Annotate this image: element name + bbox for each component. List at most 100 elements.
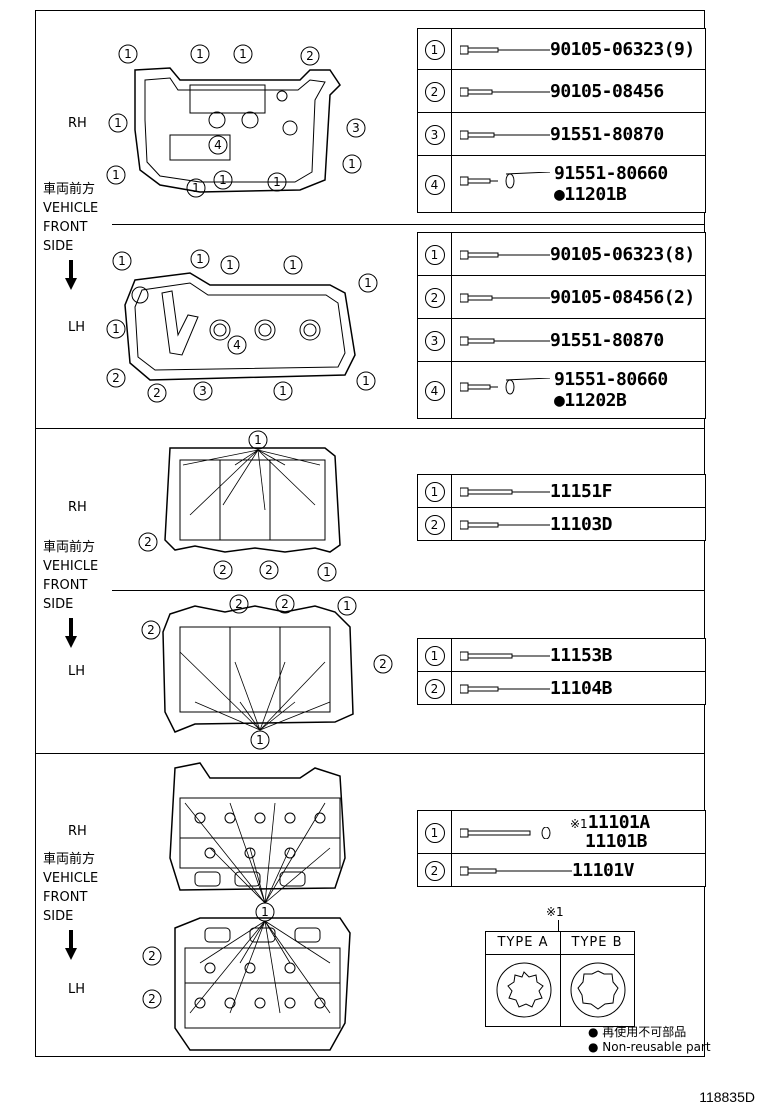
section-divider-2 <box>35 753 705 754</box>
svg-text:2: 2 <box>112 371 120 385</box>
bolt-icon <box>460 130 550 140</box>
part-number: 90105-06323(9) <box>550 38 695 60</box>
part-number: 90105-08456 <box>550 80 664 102</box>
callout-number: 4 <box>424 174 445 195</box>
legend-jp: ● 再使用不可部品 <box>588 1025 687 1039</box>
table-row: 2 11104B <box>417 671 706 705</box>
vehicle-front-label: 車両前方 VEHICLE FRONT SIDE <box>43 852 99 924</box>
callout-number: 2 <box>424 81 445 102</box>
lh-cover-parts-table: 1 90105-06323(8) 2 90105-08456(2) 3 9155… <box>417 232 706 419</box>
svg-text:2: 2 <box>235 597 243 611</box>
bolt-with-washer-icon <box>460 172 550 189</box>
illustration-code: 118835D <box>699 1089 755 1105</box>
svg-text:2: 2 <box>148 949 156 963</box>
reference-mark: ※1 <box>570 816 588 831</box>
part-number: 11104B <box>550 677 613 699</box>
cylinder-head-diagram: 122 <box>142 762 351 1051</box>
part-number: 11101A <box>587 811 651 833</box>
svg-text:2: 2 <box>281 597 289 611</box>
table-row: 4 91551-80660 ●11202B <box>417 361 706 419</box>
rh-label: RH <box>68 824 87 839</box>
vehicle-front-label: 車両前方 VEHICLE FRONT SIDE <box>43 182 99 254</box>
rh-lh-divider-2 <box>112 590 705 591</box>
non-reusable-part-number: ●11201B <box>554 184 627 205</box>
svg-text:2: 2 <box>379 657 387 671</box>
table-row: 2 11103D <box>417 507 706 541</box>
reference-line <box>558 920 559 932</box>
svg-text:4: 4 <box>214 138 222 152</box>
bolt-icon <box>460 45 550 55</box>
table-row: 1 11153B <box>417 638 706 672</box>
table-row: 1 11151F <box>417 474 706 508</box>
type-a-bolt-head-icon <box>496 962 552 1018</box>
bolt-icon <box>460 651 550 661</box>
callout-number: 1 <box>424 481 445 502</box>
svg-text:1: 1 <box>348 157 356 171</box>
reference-mark: ※1 <box>546 905 564 919</box>
callout-number: 3 <box>424 124 445 145</box>
svg-text:1: 1 <box>323 565 331 579</box>
bolt-icon <box>460 520 550 530</box>
svg-text:1: 1 <box>256 733 264 747</box>
part-number: 11153B <box>550 644 613 666</box>
svg-text:1: 1 <box>196 47 204 61</box>
svg-text:1: 1 <box>192 181 200 195</box>
bolt-icon <box>460 87 550 97</box>
part-number: 91551-80660 <box>554 163 668 184</box>
svg-text:1: 1 <box>289 258 297 272</box>
vehicle-front-label: 車両前方 VEHICLE FRONT SIDE <box>43 540 99 612</box>
svg-text:1: 1 <box>124 47 132 61</box>
rh-housing-parts-table: 1 11151F 2 11103D <box>417 474 706 541</box>
svg-text:1: 1 <box>279 384 287 398</box>
svg-text:1: 1 <box>112 168 120 182</box>
table-row: 4 91551-80660 ●11201B <box>417 155 706 213</box>
bolt-type-box: TYPE A TYPE B <box>485 931 635 1027</box>
svg-text:1: 1 <box>364 276 372 290</box>
table-row: 2 90105-08456 <box>417 69 706 113</box>
callout-number: 1 <box>424 39 445 60</box>
part-number: 11101B <box>585 830 648 852</box>
svg-text:4: 4 <box>233 338 241 352</box>
part-number: 11103D <box>550 513 613 535</box>
table-row: 3 91551-80870 <box>417 112 706 156</box>
svg-text:2: 2 <box>147 623 155 637</box>
svg-text:1: 1 <box>239 47 247 61</box>
svg-text:1: 1 <box>226 258 234 272</box>
svg-text:2: 2 <box>306 49 314 63</box>
svg-text:3: 3 <box>352 121 360 135</box>
svg-text:2: 2 <box>144 535 152 549</box>
lh-label: LH <box>68 982 86 997</box>
rh-cover-parts-table: 1 90105-06323(9) 2 90105-08456 3 91551-8… <box>417 28 706 213</box>
bolt-icon <box>460 293 550 303</box>
callout-number: 3 <box>424 330 445 351</box>
lh-label: LH <box>68 664 86 679</box>
callout-number: 4 <box>424 380 445 401</box>
part-number: 90105-06323(8) <box>550 243 695 265</box>
table-row: 2 90105-08456(2) <box>417 275 706 319</box>
callout-number: 2 <box>424 514 445 535</box>
callout-number: 1 <box>424 645 445 666</box>
down-arrow-icon <box>65 930 77 960</box>
callout-number: 1 <box>424 822 445 843</box>
svg-text:2: 2 <box>148 992 156 1006</box>
bolt-icon <box>460 866 572 876</box>
callout-number: 2 <box>424 860 445 881</box>
svg-text:3: 3 <box>199 384 207 398</box>
non-reusable-part-number: ●11202B <box>554 390 627 411</box>
table-row: 1 90105-06323(9) <box>417 28 706 70</box>
cylinder-head-parts-table: 1 ※111101A 11101B 2 11101V <box>417 810 706 887</box>
rh-label: RH <box>68 116 87 131</box>
down-arrow-icon <box>65 260 77 290</box>
down-arrow-icon <box>65 618 77 648</box>
table-row: 3 91551-80870 <box>417 318 706 362</box>
svg-text:1: 1 <box>273 175 281 189</box>
part-number: 11101V <box>572 859 635 881</box>
rh-lh-divider-1 <box>112 224 705 225</box>
part-number: 90105-08456(2) <box>550 286 695 308</box>
bolt-with-washer-icon <box>460 827 551 839</box>
svg-text:2: 2 <box>219 563 227 577</box>
part-number: 91551-80660 <box>554 369 668 390</box>
